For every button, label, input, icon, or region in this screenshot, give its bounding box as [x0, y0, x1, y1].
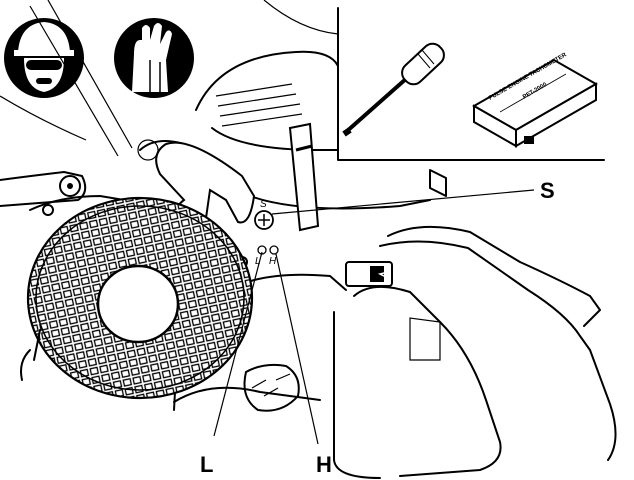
adjustment-screws: S L H — [254, 199, 279, 267]
face-shield-helmet-icon — [4, 18, 84, 98]
callout-s: S — [540, 178, 555, 203]
screw-mark-s: S — [260, 199, 267, 210]
screw-mark-l: L — [255, 256, 261, 267]
callout-l: L — [200, 452, 213, 477]
callout-h: H — [316, 452, 332, 477]
gloves-icon — [114, 18, 194, 98]
starter-cover-grille — [20, 196, 254, 400]
screwdriver-icon — [342, 42, 445, 137]
idle-screw-t: S — [254, 199, 274, 230]
leader-lines — [213, 189, 535, 445]
engine-tachometer-icon: PULSE ENGINE TACHOMETER PET-2000 — [471, 52, 599, 148]
screw-mark-h: H — [269, 256, 277, 267]
tools-inset: PULSE ENGINE TACHOMETER PET-2000 — [337, 7, 605, 161]
screw-h — [269, 245, 279, 255]
